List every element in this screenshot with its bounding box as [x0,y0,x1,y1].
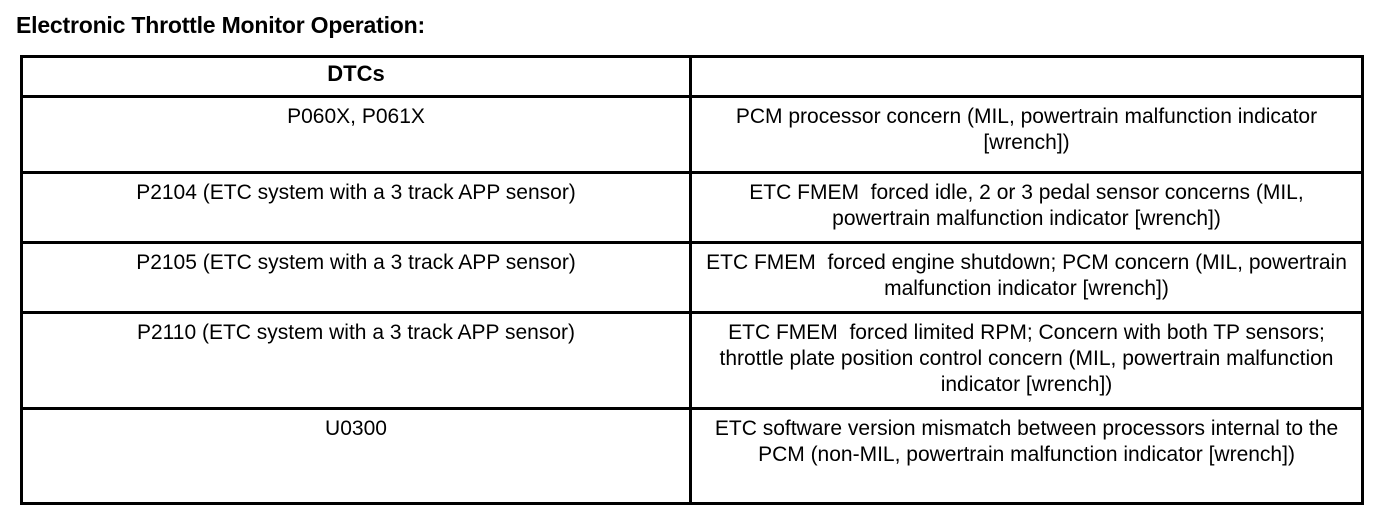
cell-dtcs: P2104 (ETC system with a 3 track APP sen… [20,171,692,244]
cell-dtcs-text: P2105 (ETC system with a 3 track APP sen… [136,251,576,274]
cell-dtcs-text: P2110 (ETC system with a 3 track APP sen… [136,321,576,344]
table-header-row: DTCs [20,55,1364,98]
cell-description: ETC software version mismatch between pr… [689,407,1364,505]
table-row: U0300 ETC software version mismatch betw… [20,407,1364,505]
dtc-table: DTCs P060X, P061X PCM processor concern … [20,55,1364,505]
table-row: P2105 (ETC system with a 3 track APP sen… [20,241,1364,314]
column-header-description [689,55,1364,98]
column-header-description-label [692,58,1361,61]
cell-dtcs-text: P060X, P061X [287,105,425,128]
cell-description-text: ETC FMEM forced limited RPM; Concern wit… [719,321,1340,396]
cell-dtcs-text: P2104 (ETC system with a 3 track APP sen… [136,181,576,204]
cell-description-text: PCM processor concern (MIL, powertrain m… [735,105,1323,154]
table-row: P060X, P061X PCM processor concern (MIL,… [20,95,1364,174]
cell-description: ETC FMEM forced limited RPM; Concern wit… [689,311,1364,410]
column-header-dtcs-label: DTCs [327,61,385,86]
cell-dtcs: U0300 [20,407,692,505]
cell-description: ETC FMEM forced engine shutdown; PCM con… [689,241,1364,314]
cell-description-text: ETC FMEM forced engine shutdown; PCM con… [706,251,1353,300]
cell-description: PCM processor concern (MIL, powertrain m… [689,95,1364,174]
cell-dtcs: P2105 (ETC system with a 3 track APP sen… [20,241,692,314]
column-header-dtcs: DTCs [20,55,692,98]
table-row: P2104 (ETC system with a 3 track APP sen… [20,171,1364,244]
cell-description-text: ETC FMEM forced idle, 2 or 3 pedal senso… [749,181,1310,230]
cell-description: ETC FMEM forced idle, 2 or 3 pedal senso… [689,171,1364,244]
cell-dtcs-text: U0300 [325,417,387,440]
page-title: Electronic Throttle Monitor Operation: [16,12,425,38]
cell-dtcs: P2110 (ETC system with a 3 track APP sen… [20,311,692,410]
cell-dtcs: P060X, P061X [20,95,692,174]
table-row: P2110 (ETC system with a 3 track APP sen… [20,311,1364,410]
cell-description-text: ETC software version mismatch between pr… [714,417,1344,466]
